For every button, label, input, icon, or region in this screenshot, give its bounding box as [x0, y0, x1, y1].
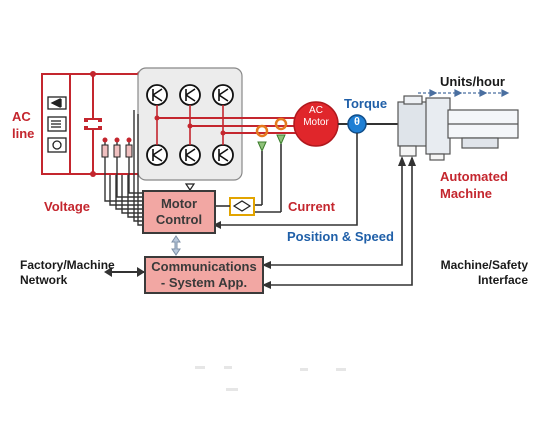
ac-motor-label: AC Motor: [303, 105, 329, 128]
torque-label: Torque: [344, 96, 388, 111]
communications-block: Communications - System App.: [144, 256, 264, 294]
units-flow-arrows: [418, 89, 510, 97]
rectifier-icon: [47, 96, 67, 153]
voltage-label: Voltage: [44, 199, 90, 214]
motor-control-block: Motor Control: [142, 190, 216, 234]
motor-phase-lines: [157, 117, 296, 134]
motor-control-label-1: Motor: [160, 196, 198, 211]
voltage-sense-resistors: [101, 144, 133, 158]
network-arrow: [104, 267, 145, 277]
position-speed-label: Position & Speed: [287, 229, 394, 244]
factory-network-label: Factory/Machine Network: [20, 258, 115, 287]
encoder-label: θ: [354, 116, 360, 128]
ground-icon: [184, 183, 196, 192]
current-label: Current: [288, 199, 335, 214]
communications-label-2: - System App.: [160, 275, 248, 290]
safety-interface-label: Machine/Safety Interface: [440, 258, 528, 287]
machine-interface-lines: [263, 158, 413, 286]
position-speed-feedback: [214, 133, 358, 226]
ac-line-label: AC line: [12, 109, 35, 141]
units-per-hour-label: Units/hour: [440, 74, 505, 89]
block-link-arrow: [171, 235, 181, 256]
motor-control-label-2: Control: [155, 212, 203, 227]
current-sensor-icons: [255, 117, 288, 153]
automated-machine-label: Automated Machine: [440, 169, 508, 201]
communications-label-1: Communications: [151, 259, 257, 274]
automated-machine-icon: [397, 95, 519, 161]
scan-artifacts: [195, 366, 346, 391]
